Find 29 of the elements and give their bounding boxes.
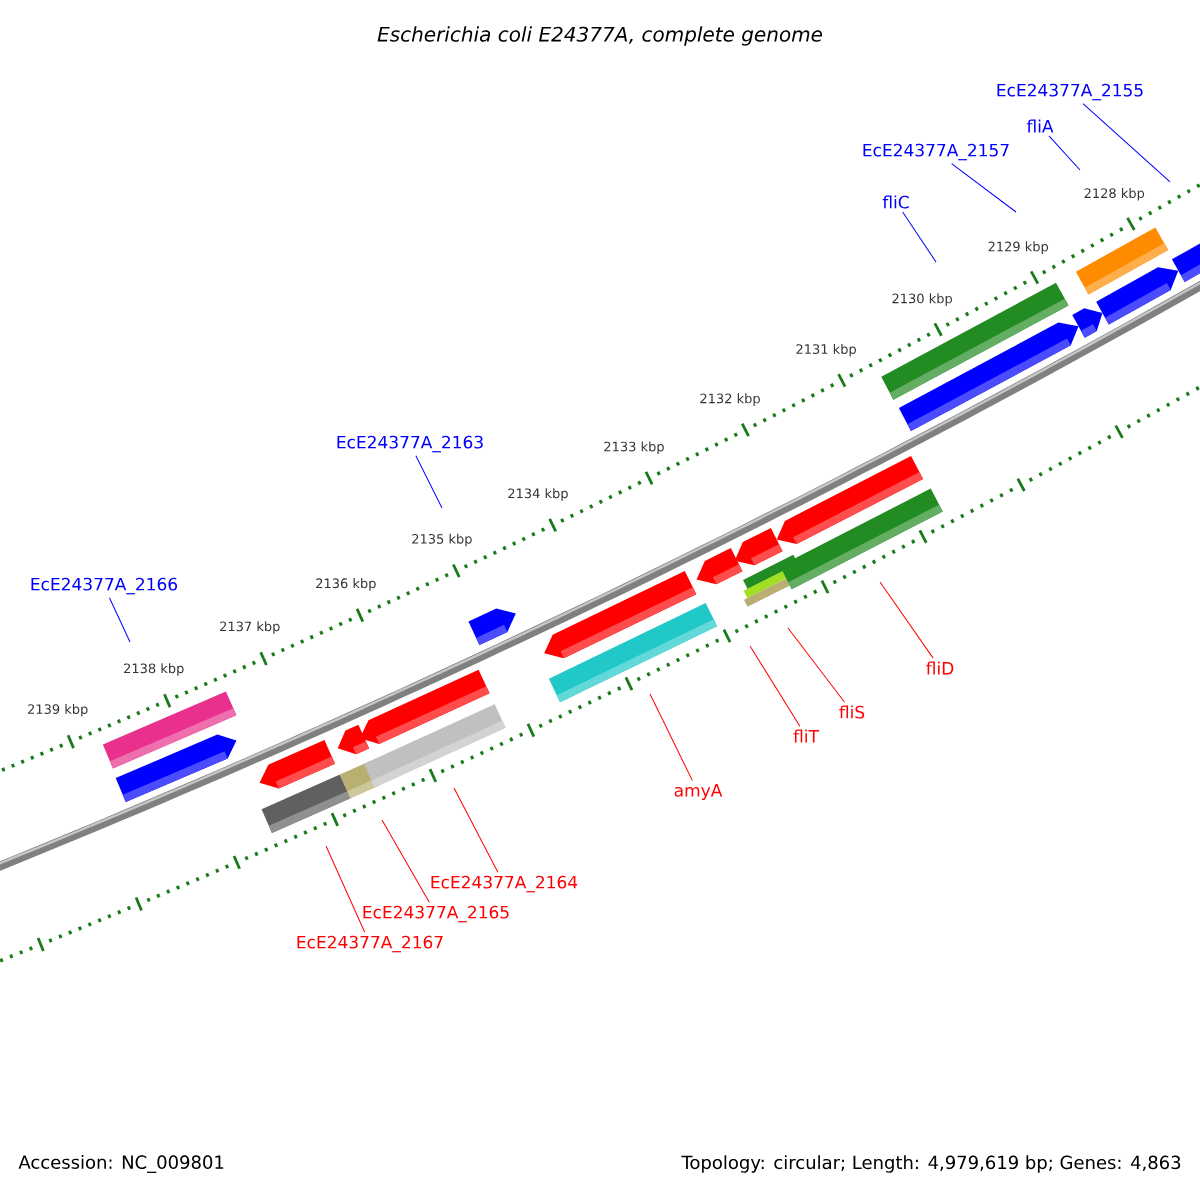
- gene-label: fliS: [839, 705, 865, 719]
- gene-label: amyA: [674, 784, 723, 800]
- gene-label: fliD: [926, 661, 954, 675]
- leader-line: [325, 845, 366, 933]
- leader-line: [879, 581, 934, 659]
- gene-label: EcE24377A_2166: [31, 577, 178, 595]
- footer-text: Topology: circular; Length: 4,979,619 bp; Genes: 4,863: [681, 1155, 1181, 1173]
- leader-line: [453, 787, 499, 873]
- leader-line: [951, 163, 1017, 213]
- footer-text: Accession: NC_009801: [18, 1155, 224, 1173]
- leader-line: [749, 645, 801, 727]
- gene-label: EcE24377A_2165: [363, 905, 509, 923]
- gene-label: fliC: [882, 195, 909, 209]
- leader-line: [649, 693, 693, 782]
- gene-label: EcE24377A_2155: [997, 83, 1143, 101]
- gene-label: EcE24377A_2167: [297, 935, 443, 953]
- title: Escherichia coli E24377A, complete genome: [377, 26, 823, 46]
- leader-line: [415, 455, 443, 509]
- gene-label: fliT: [793, 729, 819, 743]
- leader-line: [1048, 135, 1081, 171]
- leader-line: [787, 627, 845, 703]
- gene-label: EcE24377A_2163: [337, 435, 483, 453]
- gene-label: fliA: [1026, 119, 1054, 133]
- gene-label: EcE24377A_2157: [863, 143, 1009, 161]
- leader-line: [902, 211, 937, 263]
- gene-label: EcE24377A_2164: [431, 875, 578, 893]
- leader-line: [108, 597, 131, 643]
- leader-line: [1082, 103, 1171, 183]
- leader-line: [381, 819, 430, 903]
